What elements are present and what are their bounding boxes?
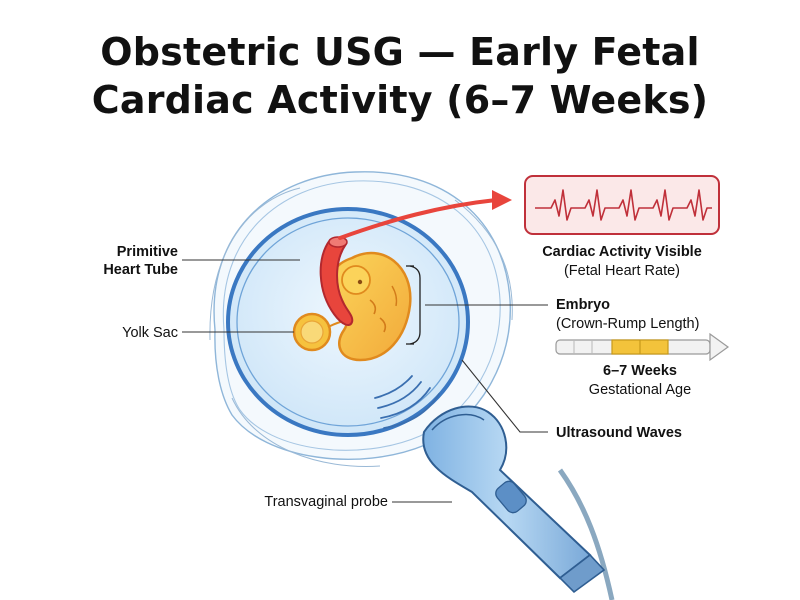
transvaginal-probe-icon [422,405,615,600]
crl-bracket [406,265,421,345]
ultrasound-waves-icon [374,375,440,429]
embryo-label: Embryo [556,297,610,313]
heart-tube-label-line-1: Primitive [116,244,178,260]
cardiac-activity-label: Cardiac Activity Visible [542,244,702,260]
embryo-sub: (Crown-Rump Length) [556,316,700,332]
title-line-2: Cardiac Activity (6–7 Weeks) [91,78,709,122]
heart-tube-label-line-2: Heart Tube [103,262,178,278]
gestational-age-bar [555,332,730,362]
weeks-sub: Gestational Age [588,382,692,398]
leader-lines [182,259,548,503]
yolk-sac-label: Yolk Sac [122,325,178,341]
primitive-heart-tube [319,236,354,327]
probe-label: Transvaginal probe [264,494,388,510]
title-line-1: Obstetric USG — Early Fetal [100,30,700,74]
ecg-trace-icon [535,189,712,221]
ecg-monitor [524,175,720,235]
cardiac-activity-sub: (Fetal Heart Rate) [563,263,681,279]
page-title: Obstetric USG — Early Fetal Cardiac Acti… [0,28,800,124]
ultrasound-waves-label: Ultrasound Waves [556,425,682,441]
heart-tube-label: Primitive Heart Tube [40,243,178,279]
arrow-icon [338,190,512,240]
weeks-label: 6–7 Weeks [603,363,677,379]
